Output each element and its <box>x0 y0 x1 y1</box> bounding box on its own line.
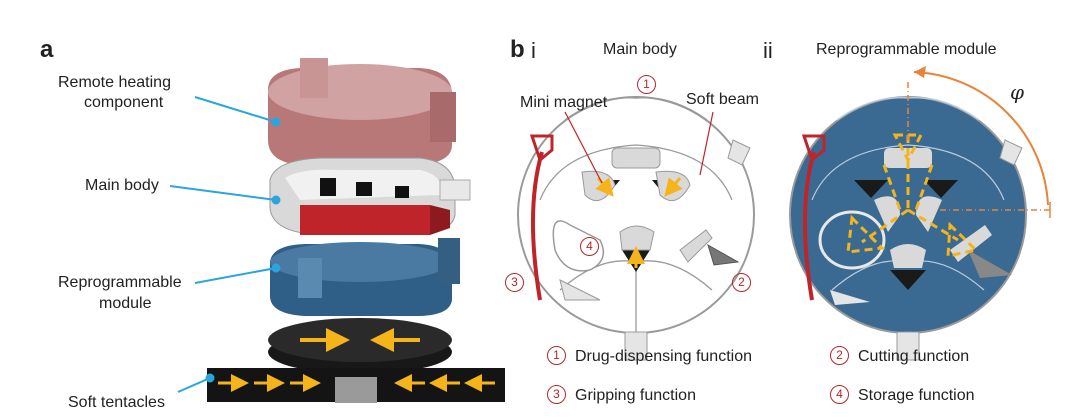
main-body-schematic <box>517 96 755 361</box>
legend-item-cutting: Cutting function <box>858 348 970 365</box>
marker-4: 4 <box>580 237 599 256</box>
remote-heating-label-line2: component <box>84 94 164 111</box>
legend-item-storage: Storage function <box>858 387 975 404</box>
panel-b-letter: b <box>510 36 525 63</box>
legend-item-gripping: Gripping function <box>575 387 696 404</box>
legend-marker-1: 1 <box>547 346 566 365</box>
panel-b-i-label: i <box>531 38 536 63</box>
panel-a-letter: a <box>40 36 54 63</box>
legend-marker-4: 4 <box>830 385 849 404</box>
soft-beam-label: Soft beam <box>686 91 759 108</box>
angle-phi-label: φ <box>1010 80 1025 104</box>
legend-marker-2: 2 <box>830 346 849 365</box>
marker-1: 1 <box>637 75 656 94</box>
main-body-label: Main body <box>85 177 159 194</box>
main-body-layer <box>269 157 471 235</box>
soft-tentacles-bar <box>207 368 505 403</box>
reprogrammable-label-line2: module <box>99 295 152 312</box>
reprogrammable-module-schematic <box>789 66 1051 361</box>
remote-heating-label-line1: Remote heating <box>58 74 171 91</box>
legend-marker-3: 3 <box>547 385 566 404</box>
soft-tentacles-label: Soft tentacles <box>68 394 165 411</box>
reprogrammable-module-layer <box>270 238 460 316</box>
remote-heating-component <box>268 58 456 165</box>
mini-magnet-label: Mini magnet <box>520 94 608 111</box>
reprogrammable-module-title: Reprogrammable module <box>816 41 997 58</box>
magnet-disk <box>268 318 452 374</box>
panel-b-ii-label: ii <box>763 38 773 63</box>
marker-3: 3 <box>505 273 524 292</box>
marker-2: 2 <box>732 273 751 292</box>
reprogrammable-label-line1: Reprogrammable <box>58 274 182 291</box>
main-body-title: Main body <box>603 41 677 58</box>
leader-lines <box>169 96 281 393</box>
legend-item-drug-dispensing: Drug-dispensing function <box>575 348 752 365</box>
